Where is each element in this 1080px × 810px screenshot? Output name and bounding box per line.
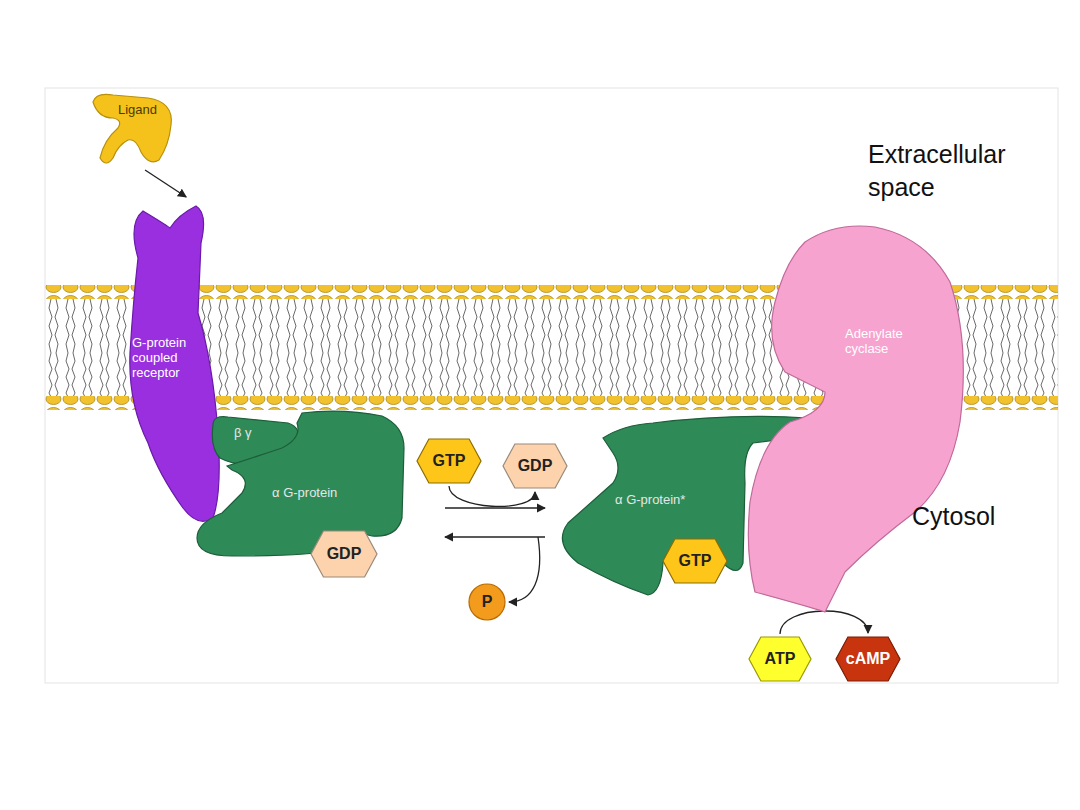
region-label: Extracellular space <box>868 138 1068 203</box>
gdp-hexagon: GDP <box>502 443 568 489</box>
node-text: P <box>468 583 506 621</box>
reaction-arrow <box>145 170 186 197</box>
alpha-subunit-outline <box>192 408 412 558</box>
alpha-subunit-fill <box>197 411 404 556</box>
phosphate-circle-fill <box>469 584 505 620</box>
node-text: GDP <box>502 443 568 489</box>
region-label: Cytosol <box>912 500 1052 533</box>
node-text: GTP <box>662 538 728 584</box>
ligand-shape-outline <box>88 90 180 168</box>
reaction-arrow <box>780 611 868 634</box>
reaction-arrow <box>509 537 540 602</box>
node-text: GDP <box>310 530 378 578</box>
node-text: cAMP <box>835 636 901 682</box>
node-text: β γ <box>234 426 284 441</box>
node-text: α G-protein* <box>615 493 725 508</box>
gtp-hexagon-fill <box>663 539 727 583</box>
receptor-shape-fill <box>130 206 219 521</box>
reaction-arrow <box>449 486 535 506</box>
gtp-hexagon: GTP <box>662 538 728 584</box>
receptor-shape: G-protein coupled receptor <box>118 203 228 523</box>
phosphate-circle: P <box>468 583 506 621</box>
camp-hexagon-fill <box>836 637 900 681</box>
node-text: ATP <box>748 636 812 682</box>
reaction-arrow <box>445 507 545 508</box>
alpha-subunit: α G-protein <box>192 408 412 558</box>
node-text: G-protein coupled receptor <box>132 336 204 381</box>
adenylate-cyclase-shape-outline <box>745 222 970 614</box>
gdp-hexagon: GDP <box>310 530 378 578</box>
adenylate-cyclase-shape-fill <box>748 226 963 612</box>
node-text: GTP <box>416 438 482 484</box>
ligand-shape: Ligand <box>88 90 180 168</box>
atp-hexagon: ATP <box>748 636 812 682</box>
atp-hexagon-fill <box>749 637 811 681</box>
gdp-hexagon-fill <box>503 444 567 488</box>
node-text: Adenylate cyclase <box>845 327 931 357</box>
reaction-arrow <box>445 536 545 537</box>
gdp-hexagon-fill <box>311 531 377 577</box>
camp-hexagon: cAMP <box>835 636 901 682</box>
node-text: α G-protein <box>272 486 382 501</box>
adenylate-cyclase-shape: Adenylate cyclase <box>745 222 970 614</box>
gtp-hexagon-fill <box>417 439 481 483</box>
node-text: Ligand <box>118 103 174 118</box>
gtp-hexagon: GTP <box>416 438 482 484</box>
